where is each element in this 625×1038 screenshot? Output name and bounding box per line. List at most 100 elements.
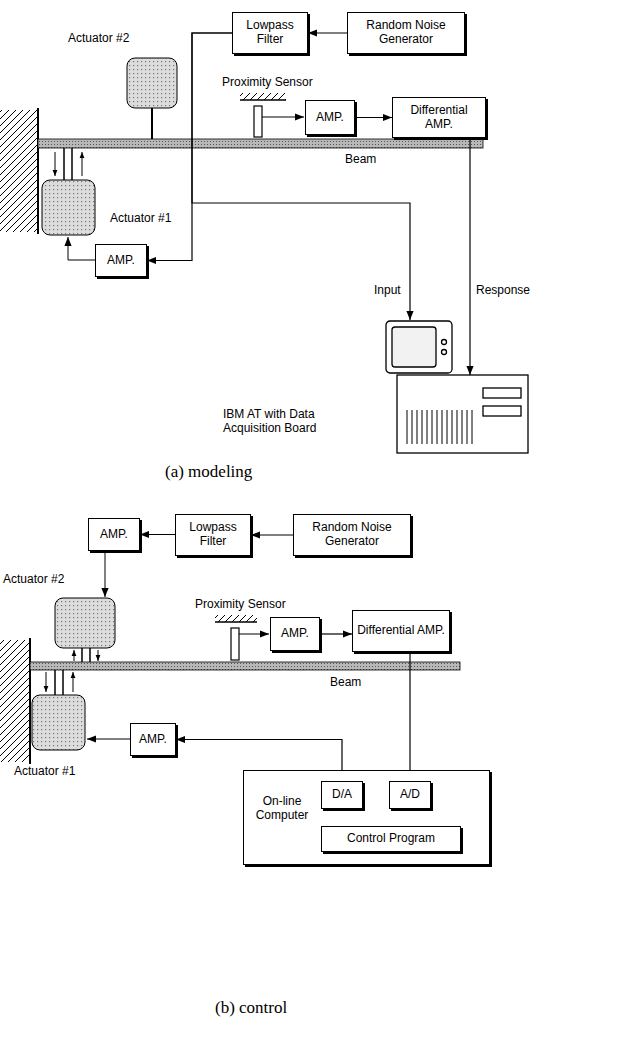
box-label: AMP.: [107, 254, 135, 268]
actuator-part: [42, 180, 95, 235]
box-label: Random Noise Generator: [352, 19, 460, 47]
computer-illustration-part: [462, 410, 463, 444]
computer-illustration-part: [422, 410, 423, 444]
computer-illustration-part: [467, 410, 468, 444]
signal-arrow: [320, 633, 352, 634]
wall: [0, 108, 38, 234]
actuator: [32, 670, 85, 750]
box-label: AMP.: [316, 111, 344, 125]
beam: [38, 139, 483, 148]
computer-illustration-part: [386, 321, 452, 373]
proximity-sensor-part: [215, 615, 257, 622]
wall-part: [37, 108, 39, 234]
caption: (a) modeling: [165, 462, 252, 482]
wall-part: [29, 638, 31, 764]
computer-illustration-part: [452, 410, 453, 444]
computer-illustration-part: [392, 327, 436, 367]
computer-illustration-part: [427, 410, 428, 444]
computer-illustration-part: [397, 375, 528, 453]
proximity-sensor-part: [240, 99, 286, 101]
proximity-sensor: [215, 615, 257, 660]
actuator-part: [81, 648, 83, 662]
computer-illustration-part: [407, 410, 408, 444]
part-label: Actuator #2: [68, 32, 129, 46]
box-label: On-line Computer: [248, 795, 316, 823]
box-label: Differential AMP.: [357, 624, 445, 638]
actuator-part: [82, 152, 83, 176]
box-label: IBM AT with Data Acquisition Board: [223, 408, 373, 436]
actuator-part: [62, 670, 64, 695]
computer-illustration-part: [483, 406, 521, 416]
box-label: Control Program: [347, 832, 435, 846]
wall-part: [0, 110, 38, 232]
sensor-wire: [262, 117, 304, 118]
generator-box: Random Noise Generator: [293, 514, 411, 556]
converter-box: D/A: [321, 781, 363, 809]
amplifier-box: Differential AMP.: [392, 97, 486, 138]
part-label: Actuator #2: [3, 573, 64, 587]
part-label: Proximity Sensor: [195, 598, 286, 612]
amplifier-box: AMP.: [130, 723, 176, 756]
converter-box: A/D: [389, 781, 431, 809]
filter-box: Lowpass Filter: [175, 514, 251, 556]
signal-arrow: [469, 138, 470, 375]
box-label: Lowpass Filter: [237, 19, 303, 47]
program-box: Control Program: [321, 826, 461, 852]
box-label: AMP.: [139, 733, 167, 747]
computer-illustration: [385, 320, 530, 455]
computer-illustration-part: [417, 410, 418, 444]
actuator-part: [55, 598, 115, 648]
box-label: AMP.: [281, 627, 309, 641]
proximity-sensor: [240, 93, 286, 137]
actuator-part: [74, 650, 75, 661]
computer-illustration-part: [442, 340, 447, 345]
computer-illustration-part: [442, 410, 443, 444]
actuator-part: [32, 695, 85, 750]
part-label: Beam: [330, 676, 361, 690]
amplifier-box: AMP.: [270, 617, 320, 651]
proximity-sensor-part: [231, 628, 239, 660]
box-label: Random Noise Generator: [298, 521, 406, 549]
wall-part: [0, 640, 30, 762]
computer-box: On-line Computer D/A A/D Control Program: [243, 770, 490, 865]
actuator-part: [98, 650, 99, 661]
computer-illustration-part: [442, 350, 447, 355]
drive-wire: [68, 237, 95, 260]
actuator: [42, 148, 95, 235]
box-label: A/D: [400, 788, 420, 802]
sensor-wire: [239, 634, 269, 635]
box-label: Lowpass Filter: [180, 521, 246, 549]
computer-illustration-part: [412, 410, 413, 444]
actuator-part: [54, 670, 56, 695]
part-label: Proximity Sensor: [222, 76, 313, 90]
actuator-part: [55, 152, 56, 176]
control-setup: [0, 553, 460, 764]
actuator-part: [89, 648, 91, 662]
signal-arrow: [308, 32, 347, 33]
computer-illustration-part: [472, 410, 473, 444]
box-label: D/A: [332, 788, 352, 802]
box-label: AMP.: [100, 528, 128, 542]
signal-arrow: [147, 33, 232, 261]
computer: IBM AT with Data Acquisition Board: [385, 320, 530, 455]
actuator-part: [151, 108, 153, 139]
signal-arrow: [251, 534, 293, 535]
actuator: [127, 58, 177, 139]
actuator-part: [46, 672, 47, 692]
actuator-part: [71, 148, 73, 180]
signal-arrow: [355, 117, 392, 118]
caption: (b) control: [215, 998, 287, 1018]
drive-wire: [87, 739, 130, 740]
part-label: Actuator #1: [14, 765, 75, 779]
signal-label: Response: [474, 283, 532, 297]
amplifier-box: AMP.: [88, 518, 140, 551]
computer-illustration-part: [483, 388, 521, 398]
proximity-sensor-part: [240, 93, 286, 100]
filter-box: Lowpass Filter: [232, 12, 308, 54]
computer-illustration-part: [432, 410, 433, 444]
signal-arrow: [409, 652, 410, 781]
box-label: Differential AMP.: [397, 104, 481, 132]
proximity-sensor-part: [254, 106, 262, 137]
actuator-part: [63, 148, 65, 180]
